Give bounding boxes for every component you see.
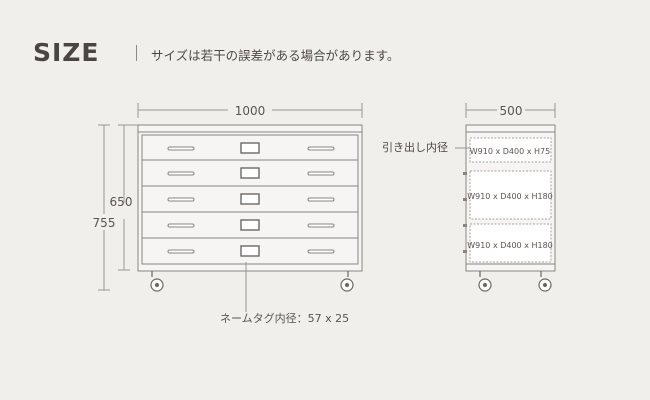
front-width-label: 1000 bbox=[235, 104, 266, 118]
page-title: SIZE bbox=[33, 38, 100, 67]
name-tag-size-label: ネームタグ内径：57 x 25 bbox=[220, 311, 349, 325]
drawer-inner-size-label: 引き出し内径 bbox=[382, 140, 448, 154]
front-casters bbox=[150, 271, 354, 292]
title-divider bbox=[136, 45, 137, 61]
front-body-height-label: 650 bbox=[110, 195, 133, 209]
side-depth-label: 500 bbox=[500, 104, 523, 118]
drawer-bottom-size: W910 x D400 x H180 bbox=[467, 241, 553, 250]
side-casters bbox=[478, 271, 552, 292]
drawer-middle-size: W910 x D400 x H180 bbox=[467, 192, 553, 201]
size-tolerance-note: サイズは若干の誤差がある場合があります。 bbox=[151, 48, 400, 63]
front-total-height-label: 755 bbox=[93, 216, 116, 230]
drawer-top-size: W910 x D400 x H75 bbox=[470, 147, 550, 156]
